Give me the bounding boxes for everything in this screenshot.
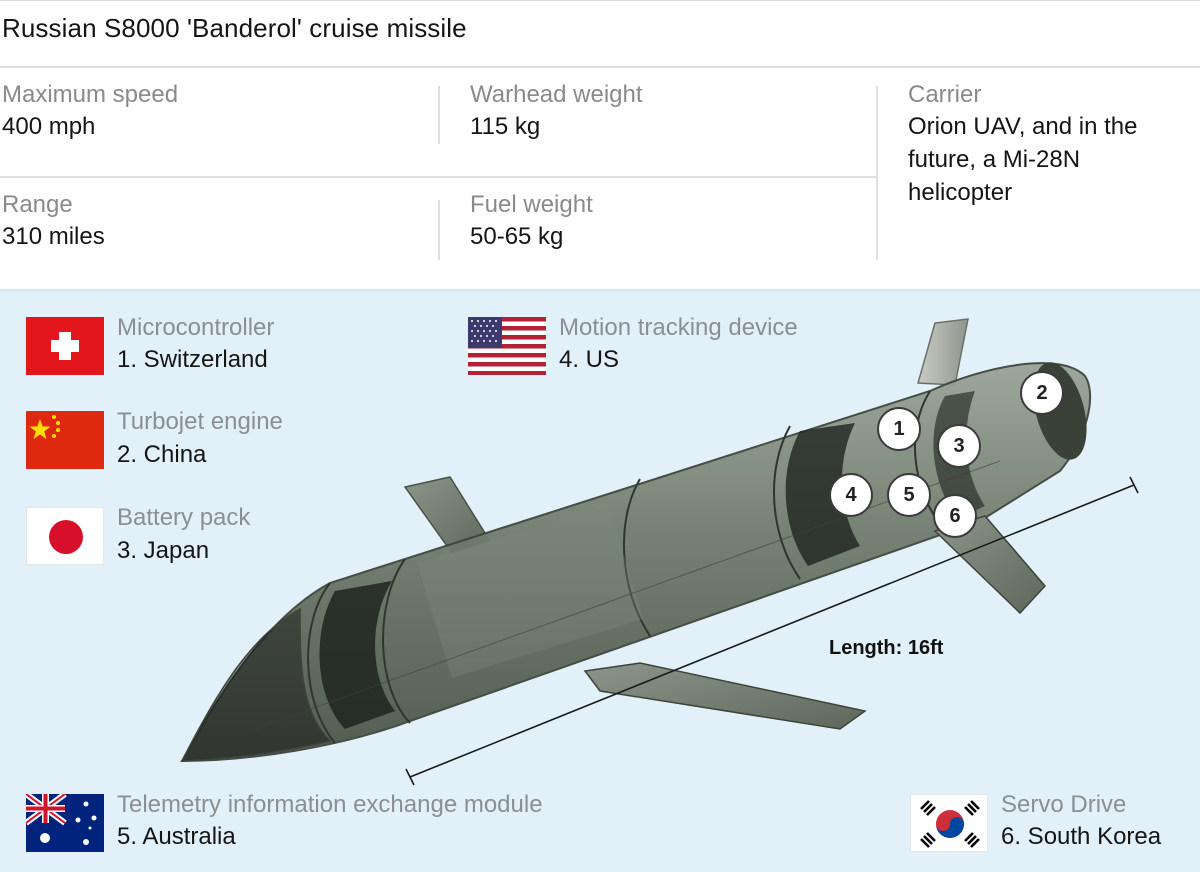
spec-label: Carrier — [908, 81, 982, 108]
component-marker-2: 2 — [1020, 371, 1064, 415]
length-dimension-line — [405, 476, 1139, 786]
component-marker-6: 6 — [933, 494, 977, 538]
divider — [0, 176, 876, 178]
component-origin: 2. China — [117, 441, 207, 468]
australia-flag-icon — [26, 794, 104, 852]
spec-fuel-weight: Fuel weight 50-65 kg — [470, 190, 593, 253]
page-title: Russian S8000 'Banderol' cruise missile — [2, 13, 467, 43]
spec-value-line: Orion UAV, and in the — [908, 113, 1138, 140]
spec-label: Warhead weight — [470, 81, 643, 108]
component-name: Motion tracking device — [559, 314, 798, 341]
component-origin: 5. Australia — [117, 823, 236, 850]
missile-diagram: 1 2 3 4 5 6 Length: 16ft Microcontroller… — [0, 289, 1200, 872]
length-label: Length: 16ft — [829, 637, 944, 659]
component-name: Microcontroller — [117, 314, 275, 341]
spec-value: 50-65 kg — [470, 223, 564, 250]
component-marker-3: 3 — [937, 424, 981, 468]
missile-illustration — [180, 318, 1139, 786]
divider — [438, 86, 440, 144]
spec-value-line: helicopter — [908, 179, 1013, 206]
missile-wing-lower — [583, 662, 867, 730]
spec-value: 400 mph — [2, 113, 96, 140]
spec-label: Maximum speed — [2, 81, 179, 108]
spec-label: Fuel weight — [470, 191, 593, 218]
spec-value: 310 miles — [2, 223, 105, 250]
component-name: Turbojet engine — [117, 408, 283, 435]
spec-warhead-weight: Warhead weight 115 kg — [470, 80, 643, 143]
component-name: Servo Drive — [1001, 791, 1127, 818]
specs-panel: Maximum speed 400 mph Warhead weight 115… — [0, 68, 1200, 288]
missile-body — [180, 362, 1092, 763]
component-origin: 4. US — [559, 346, 620, 373]
component-name: Telemetry information exchange module — [117, 791, 543, 818]
spec-max-speed: Maximum speed 400 mph — [2, 80, 178, 143]
divider — [876, 86, 878, 260]
component-marker-1: 1 — [877, 407, 921, 451]
component-marker-5: 5 — [887, 473, 931, 517]
japan-flag-icon — [26, 507, 104, 565]
spec-range: Range 310 miles — [2, 190, 105, 253]
spec-label: Range — [2, 191, 73, 218]
spec-carrier: Carrier Orion UAV, and in the future, a … — [908, 80, 1137, 209]
component-origin: 6. South Korea — [1001, 823, 1162, 850]
divider — [438, 200, 440, 260]
china-flag-icon — [26, 411, 104, 469]
switzerland-flag-icon — [26, 317, 104, 375]
spec-value-line: future, a Mi-28N — [908, 146, 1081, 173]
missile-fin-top — [917, 318, 969, 386]
spec-value: 115 kg — [470, 113, 541, 140]
title-bar: Russian S8000 'Banderol' cruise missile — [0, 0, 1200, 68]
component-origin: 3. Japan — [117, 537, 210, 564]
component-name: Battery pack — [117, 504, 251, 531]
us-flag-icon — [468, 317, 546, 375]
south-korea-flag-icon — [910, 794, 988, 852]
component-origin: 1. Switzerland — [117, 346, 268, 373]
component-marker-4: 4 — [829, 473, 873, 517]
